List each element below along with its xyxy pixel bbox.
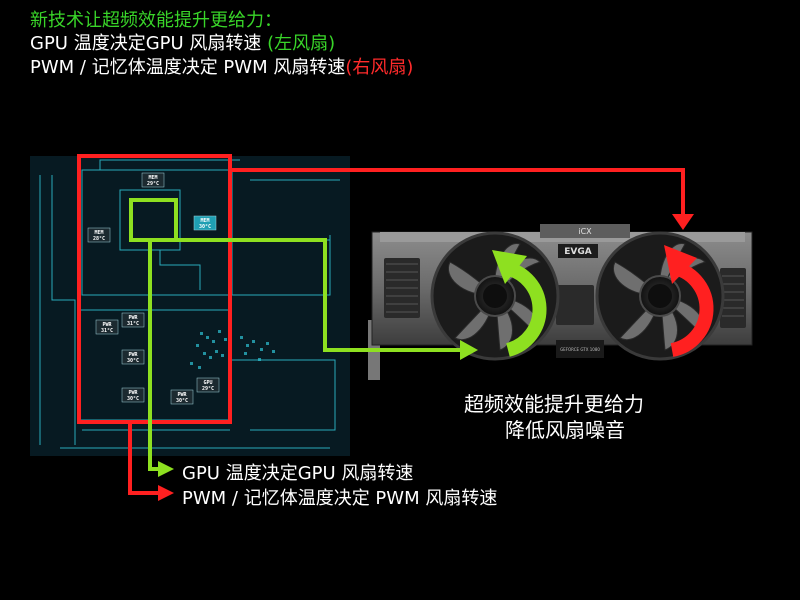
- chip-pwr-c-temp: 30°C: [127, 358, 139, 364]
- chip-pwr-d-label: PWR: [128, 390, 138, 396]
- chip-pwr-a-temp: 31°C: [127, 321, 139, 327]
- chip-pwr-b-label: PWR: [102, 322, 112, 328]
- red-rotation-arrow: [664, 245, 714, 357]
- chip-mem-right-label: MEM: [200, 218, 209, 224]
- chip-gpu: GPU 29°C: [196, 377, 220, 393]
- pcb-thermal-map: MEM 29°C MEM 28°C MEM 30°C PWR 31°C PWR …: [30, 156, 350, 456]
- chip-mem-top: MEM 29°C: [141, 172, 165, 188]
- chip-pwr-d: PWR 30°C: [121, 387, 145, 403]
- chip-pwr-c-label: PWR: [128, 352, 138, 358]
- header-line-2-note: (左风扇): [267, 33, 336, 54]
- chip-gpu-label: GPU: [203, 380, 212, 386]
- chip-pwr-a: PWR 31°C: [121, 312, 145, 328]
- chip-mem-left-temp: 28°C: [93, 236, 105, 242]
- chip-pwr-a-label: PWR: [128, 315, 138, 321]
- red-connector: [77, 154, 694, 501]
- chip-mem-top-label: MEM: [148, 175, 157, 181]
- chip-pwr-b-temp: 31°C: [101, 328, 113, 334]
- header-line-2: GPU 温度决定GPU 风扇转速 (左风扇): [30, 33, 335, 55]
- green-connector: [129, 198, 478, 477]
- caption-line-1: 超频效能提升更给力: [464, 392, 644, 416]
- card-model: GEFORCE GTX 1080: [560, 347, 600, 352]
- chip-mem-left: MEM 28°C: [87, 227, 111, 243]
- chip-pwr-b: PWR 31°C: [95, 319, 119, 335]
- chip-gpu-temp: 29°C: [202, 386, 214, 392]
- green-highlight-box: [129, 198, 178, 242]
- fan-right: [595, 231, 725, 361]
- chip-pwr-e-label: PWR: [177, 392, 187, 398]
- chip-pwr-e-temp: 30°C: [176, 398, 188, 404]
- card-brand-plate: [558, 244, 598, 258]
- chip-pwr-d-temp: 30°C: [127, 396, 139, 402]
- graphics-card: iCX EVGA GEFORCE GTX 1080: [368, 224, 753, 380]
- card-top-label: iCX: [578, 227, 592, 236]
- header-line-3-text: PWM / 记忆体温度决定 PWM 风扇转速: [30, 57, 346, 78]
- green-rotation-arrow: [492, 250, 547, 357]
- card-brand: EVGA: [564, 247, 592, 257]
- chip-mem-top-temp: 29°C: [147, 181, 159, 187]
- header-line-2-text: GPU 温度决定GPU 风扇转速: [30, 33, 268, 54]
- pcb-background: [30, 156, 350, 456]
- card-model-plate: [556, 340, 604, 358]
- chip-mem-right-temp: 30°C: [199, 224, 211, 230]
- header-line-3: PWM / 记忆体温度决定 PWM 风扇转速(右风扇): [30, 57, 413, 79]
- chip-pwr-e: PWR 30°C: [170, 389, 194, 405]
- legend-green: GPU 温度决定GPU 风扇转速: [182, 463, 414, 484]
- header-line-3-note: (右风扇): [345, 57, 414, 78]
- caption-line-2: 降低风扇噪音: [505, 418, 625, 442]
- pcb-components: [190, 330, 275, 369]
- chip-mem-right: MEM 30°C: [193, 215, 217, 231]
- red-highlight-box: [77, 154, 232, 424]
- card-top-plate: [540, 224, 630, 238]
- chip-pwr-c: PWR 30°C: [121, 349, 145, 365]
- chip-mem-left-label: MEM: [94, 230, 103, 236]
- header-line-1: 新技术让超频效能提升更给力：: [30, 10, 282, 31]
- card-vent-grille: [386, 263, 744, 317]
- legend-red: PWM / 记忆体温度决定 PWM 风扇转速: [182, 488, 498, 509]
